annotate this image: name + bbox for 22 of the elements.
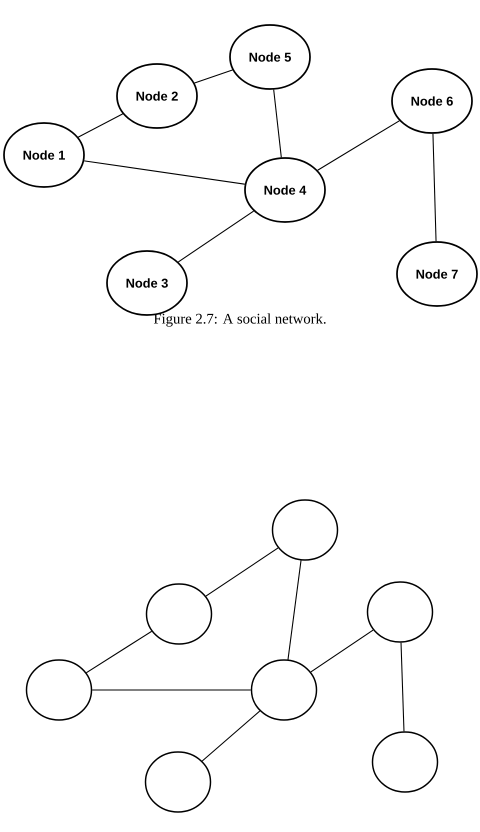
edge-line <box>194 69 233 84</box>
empty-ellipse <box>366 581 434 643</box>
empty-ellipse <box>144 751 212 813</box>
edge-line <box>78 113 123 138</box>
edge-line <box>310 630 374 672</box>
edge-line <box>84 160 245 185</box>
edge-line <box>86 630 152 674</box>
empty-ellipse <box>146 583 212 645</box>
edge-line <box>202 710 260 762</box>
empty-ellipse <box>372 731 438 793</box>
caption: Figure 2.7: A social network. <box>154 313 326 327</box>
edge-line <box>432 134 437 242</box>
empty-ellipse <box>26 659 92 721</box>
edge-line <box>92 689 251 691</box>
edge-line <box>400 642 405 732</box>
edge-line <box>287 560 302 660</box>
empty-ellipse <box>250 659 318 721</box>
edge-line <box>317 120 400 171</box>
edge-line <box>206 548 278 596</box>
edge-line <box>273 90 282 158</box>
edge-line <box>178 210 254 262</box>
empty-ellipse <box>272 499 338 561</box>
